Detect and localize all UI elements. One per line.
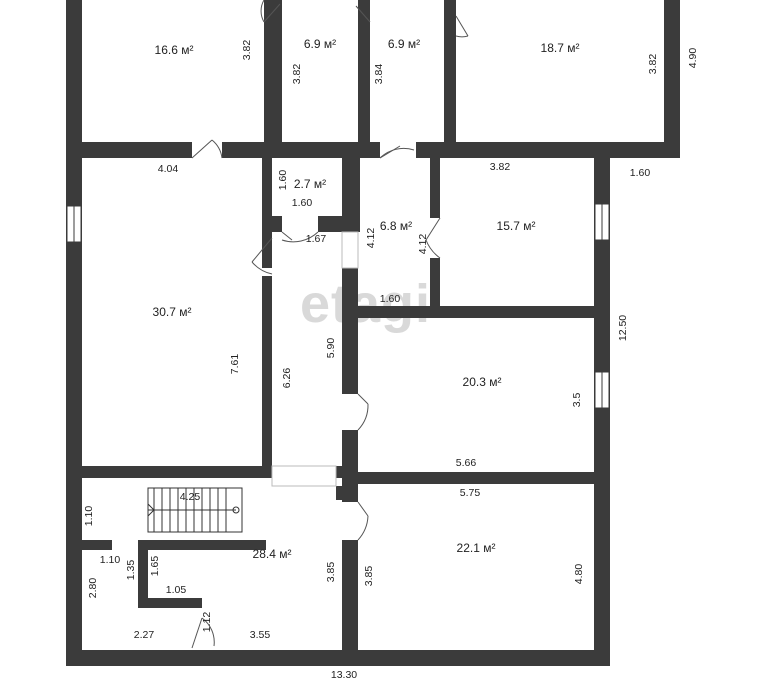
wall-v-68b [430, 258, 440, 318]
wall-h-203-top [342, 306, 610, 318]
wall-h-307-bottom [66, 466, 272, 478]
wall-corridor-right-c [342, 540, 358, 666]
dim-355: 3.55 [250, 629, 271, 641]
walls [66, 0, 680, 666]
door-10 [357, 501, 369, 541]
door-8 [425, 217, 441, 259]
wall-horizontal-150 [66, 142, 192, 158]
dim-227: 2.27 [134, 629, 155, 641]
wall-bath-left [262, 158, 272, 232]
dim-280: 2.80 [87, 578, 99, 599]
wall-stair-bottom-b [138, 540, 266, 550]
door-4 [455, 15, 469, 38]
door-2 [260, 0, 281, 23]
dim-761: 7.61 [229, 354, 241, 375]
dim-110-a: 1.10 [83, 506, 95, 527]
wall-horizontal-150b [222, 142, 380, 158]
dim-1250: 12.50 [617, 315, 629, 341]
wall-corridor-right [342, 268, 358, 394]
room-labels: 16.6 м² 6.9 м² 6.9 м² 18.7 м² 2.7 м² 6.8… [153, 37, 580, 561]
wall-h-203-bottom [342, 472, 610, 484]
dim-165: 1.65 [149, 556, 161, 577]
dim-382-d: 3.82 [490, 161, 511, 173]
dim-160-vert: 1.60 [277, 170, 289, 191]
door-7 [251, 237, 273, 275]
wall-v-upper-1 [264, 0, 282, 142]
room-area-8: 30.7 м² [153, 305, 192, 319]
wall-stair-v [138, 540, 148, 606]
room-area-1: 16.6 м² [155, 43, 194, 57]
wall-h-307-bottom-c [336, 486, 358, 500]
door-11 [191, 617, 215, 649]
wall-v-307b [262, 276, 272, 466]
wall-v-upper-2 [358, 0, 370, 142]
dim-480: 4.80 [573, 564, 585, 585]
dim-490: 4.90 [687, 48, 699, 69]
dim-135: 1.35 [125, 560, 137, 581]
outer-wall-bottom [66, 650, 610, 666]
dim-590: 5.90 [325, 338, 337, 359]
wall-v-upper-3 [444, 0, 456, 142]
room-area-2: 6.9 м² [304, 37, 336, 51]
wall-bath-right [342, 158, 360, 232]
dim-385-a: 3.85 [325, 562, 337, 583]
dim-382-c: 3.82 [647, 54, 659, 75]
wall-horizontal-150c [416, 142, 680, 158]
room-area-7: 15.7 м² [497, 219, 536, 233]
staircase [147, 487, 243, 533]
room-area-11: 22.1 м² [457, 541, 496, 555]
dim-385-b: 3.85 [363, 566, 375, 587]
dim-384: 3.84 [373, 64, 385, 85]
room-area-10: 28.4 м² [253, 547, 292, 561]
dim-110-b: 1.10 [100, 554, 121, 566]
dim-412-b: 4.12 [417, 234, 429, 255]
wall-bath-bottom-b [318, 216, 360, 232]
dimension-labels: 4.04 1.60 1.67 3.82 1.60 1.60 5.66 5.75 … [83, 40, 699, 681]
door-5 [379, 145, 415, 159]
wall-stair-bottom [82, 540, 112, 550]
door-6 [281, 231, 319, 243]
dim-160-a: 1.60 [292, 197, 313, 209]
outer-wall-left [66, 0, 82, 666]
outer-wall-right-lower [594, 158, 610, 666]
dim-382-a: 3.82 [241, 40, 253, 61]
dim-404: 4.04 [158, 163, 179, 175]
room-area-5: 2.7 м² [294, 177, 326, 191]
outer-wall-right-upper [664, 0, 680, 158]
dim-112: 1.12 [201, 612, 213, 633]
dim-160-e: 1.60 [380, 293, 401, 305]
wall-bath-bottom [262, 216, 282, 232]
dim-575: 5.75 [460, 487, 481, 499]
wall-h-307-bottom-b [336, 466, 358, 478]
door-3 [355, 5, 371, 23]
watermark: etagi [300, 274, 431, 334]
wall-v-307 [262, 232, 272, 268]
doors [191, 0, 469, 649]
wall-stair-h2 [138, 598, 202, 608]
dim-425: 4.25 [180, 491, 201, 503]
room-area-4: 18.7 м² [541, 41, 580, 55]
room-area-9: 20.3 м² [463, 375, 502, 389]
dim-105: 1.05 [166, 584, 187, 596]
dim-35: 3.5 [571, 393, 583, 408]
room-area-6: 6.8 м² [380, 219, 412, 233]
room-area-3: 6.9 м² [388, 37, 420, 51]
dim-1330: 13.30 [331, 669, 357, 681]
dim-160-d: 1.60 [630, 167, 651, 179]
dim-566: 5.66 [456, 457, 477, 469]
wall-v-68 [430, 158, 440, 218]
dim-167: 1.67 [306, 233, 327, 245]
dim-412-a: 4.12 [365, 228, 377, 249]
door-9 [357, 393, 369, 431]
door-1 [191, 139, 223, 159]
dim-626: 6.26 [281, 368, 293, 389]
dim-382-b: 3.82 [291, 64, 303, 85]
